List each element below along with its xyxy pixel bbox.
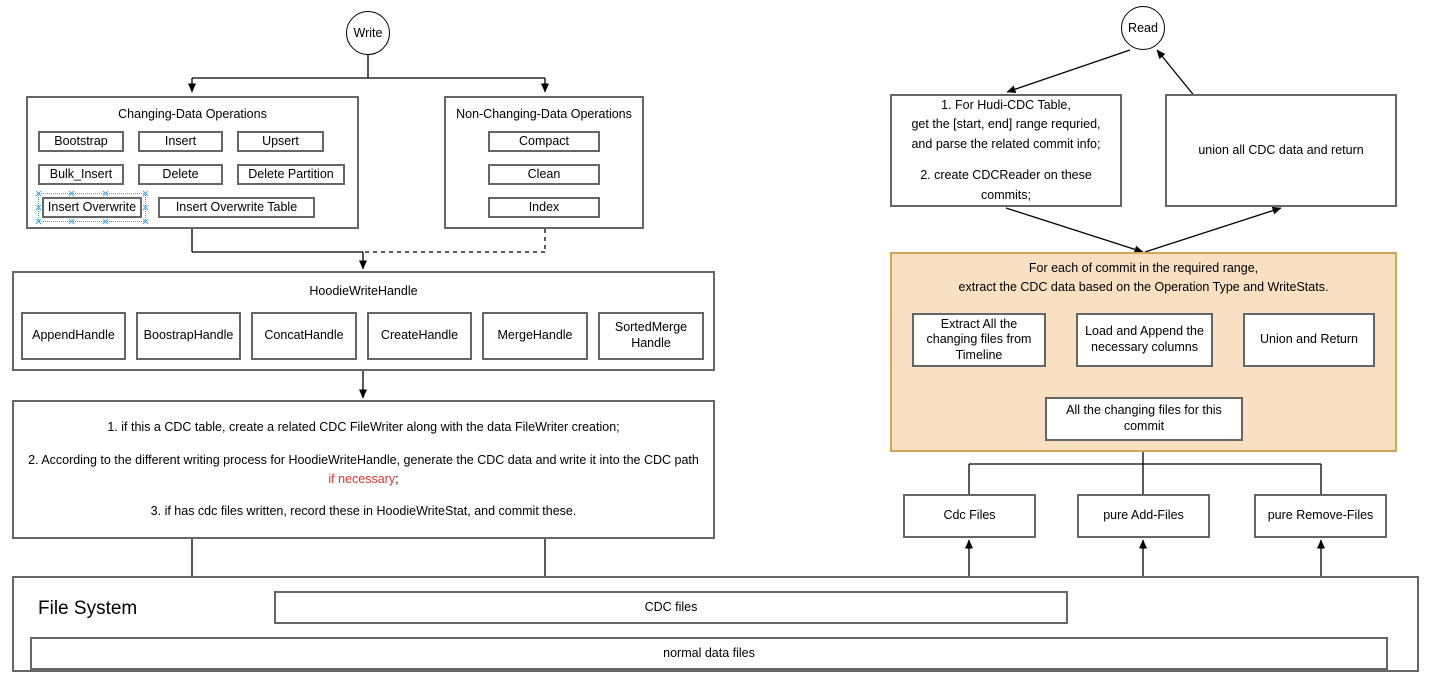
pure-remove-files-box[interactable]: pure Remove-Files xyxy=(1254,494,1387,538)
cdc-step-2-text-b: ; xyxy=(395,471,399,486)
read-label: Read xyxy=(1128,21,1158,35)
op-index-label: Index xyxy=(528,199,560,214)
cdc-files-box-label: Cdc Files xyxy=(943,508,996,523)
handle-merge[interactable]: MergeHandle xyxy=(482,312,588,360)
cdc-step-2-text-a: 2. According to the different writing pr… xyxy=(28,452,699,467)
write-label: Write xyxy=(353,26,383,40)
cdc-step-2: 2. According to the different writing pr… xyxy=(28,451,699,489)
read-step1-box[interactable]: 1. For Hudi-CDC Table, get the [start, e… xyxy=(890,94,1122,207)
write-start-node[interactable]: Write xyxy=(346,11,390,55)
op-bootstrap[interactable]: Bootstrap xyxy=(38,131,124,152)
op-clean-label: Clean xyxy=(527,166,561,181)
op-upsert[interactable]: Upsert xyxy=(237,131,324,152)
hoodie-write-handle-group[interactable]: HoodieWriteHandle xyxy=(12,271,715,371)
pure-add-files-box[interactable]: pure Add-Files xyxy=(1077,494,1210,538)
normal-data-files-store[interactable]: normal data files xyxy=(30,637,1388,670)
op-delete[interactable]: Delete xyxy=(138,164,223,185)
read-step1-part2: 2. create CDCReader on these commits; xyxy=(920,168,1092,202)
op-insert-overwrite[interactable]: Insert Overwrite xyxy=(42,197,142,218)
handle-append-label: AppendHandle xyxy=(32,328,115,343)
handle-bootstrap[interactable]: BoostrapHandle xyxy=(136,312,241,360)
union-all-cdc-label: union all CDC data and return xyxy=(1198,142,1364,157)
extract-changing-files-label: Extract All the changing files from Time… xyxy=(926,316,1032,362)
op-delete-partition-label: Delete Partition xyxy=(248,166,334,181)
op-upsert-label: Upsert xyxy=(262,133,299,148)
op-bootstrap-label: Bootstrap xyxy=(54,133,108,148)
pure-add-files-box-label: pure Add-Files xyxy=(1103,508,1184,523)
union-and-return-label: Union and Return xyxy=(1260,332,1358,347)
read-start-node[interactable]: Read xyxy=(1121,6,1165,50)
handle-merge-label: MergeHandle xyxy=(497,328,573,343)
handle-sorted-merge[interactable]: SortedMerge Handle xyxy=(598,312,704,360)
changing-data-operations-title: Changing-Data Operations xyxy=(118,107,267,121)
handle-sorted-merge-label: SortedMerge Handle xyxy=(614,320,688,350)
handle-bootstrap-label: BoostrapHandle xyxy=(143,328,234,343)
cdc-step-2-highlight: if necessary xyxy=(328,471,396,486)
op-bulk-insert-label: Bulk_Insert xyxy=(49,166,113,181)
op-index[interactable]: Index xyxy=(488,197,600,218)
op-compact[interactable]: Compact xyxy=(488,131,600,152)
op-insert-overwrite-table[interactable]: Insert Overwrite Table xyxy=(158,197,315,218)
extract-changing-files-box[interactable]: Extract All the changing files from Time… xyxy=(912,313,1046,367)
per-commit-extraction-caption: For each of commit in the required range… xyxy=(958,261,1329,295)
op-insert-overwrite-label: Insert Overwrite xyxy=(47,199,137,214)
normal-data-files-store-label: normal data files xyxy=(663,645,755,660)
op-insert[interactable]: Insert xyxy=(138,131,223,152)
load-append-columns-label: Load and Append the necessary columns xyxy=(1085,324,1204,354)
union-all-cdc-box[interactable]: union all CDC data and return xyxy=(1165,94,1397,207)
op-insert-label: Insert xyxy=(164,133,197,148)
union-and-return-box[interactable]: Union and Return xyxy=(1243,313,1375,367)
read-step1-part1: 1. For Hudi-CDC Table, get the [start, e… xyxy=(911,98,1101,151)
cdc-step-3: 3. if has cdc files written, record thes… xyxy=(150,504,577,519)
file-system-label: File System xyxy=(38,598,138,619)
all-changing-files-for-commit-box[interactable]: All the changing files for this commit xyxy=(1045,397,1243,441)
op-delete-label: Delete xyxy=(162,166,199,181)
cdc-files-store-label: CDC files xyxy=(644,599,698,614)
op-compact-label: Compact xyxy=(518,133,570,148)
handle-create[interactable]: CreateHandle xyxy=(367,312,472,360)
hoodie-write-handle-title: HoodieWriteHandle xyxy=(309,284,418,298)
handle-concat[interactable]: ConcatHandle xyxy=(251,312,357,360)
pure-remove-files-box-label: pure Remove-Files xyxy=(1267,508,1374,523)
cdc-write-steps-box[interactable]: 1. if this a CDC table, create a related… xyxy=(12,400,715,539)
cdc-step-1: 1. if this a CDC table, create a related… xyxy=(107,420,620,434)
all-changing-files-for-commit-label: All the changing files for this commit xyxy=(1066,403,1222,433)
cdc-files-box[interactable]: Cdc Files xyxy=(903,494,1036,538)
handle-concat-label: ConcatHandle xyxy=(264,328,344,343)
handle-create-label: CreateHandle xyxy=(380,328,459,343)
op-delete-partition[interactable]: Delete Partition xyxy=(237,164,345,185)
op-bulk-insert[interactable]: Bulk_Insert xyxy=(38,164,124,185)
non-changing-data-operations-title: Non-Changing-Data Operations xyxy=(456,107,632,121)
load-append-columns-box[interactable]: Load and Append the necessary columns xyxy=(1076,313,1213,367)
cdc-files-store[interactable]: CDC files xyxy=(274,591,1068,624)
handle-append[interactable]: AppendHandle xyxy=(21,312,126,360)
op-clean[interactable]: Clean xyxy=(488,164,600,185)
op-insert-overwrite-table-label: Insert Overwrite Table xyxy=(175,199,298,214)
selection-frame-insert-overwrite xyxy=(38,193,146,222)
